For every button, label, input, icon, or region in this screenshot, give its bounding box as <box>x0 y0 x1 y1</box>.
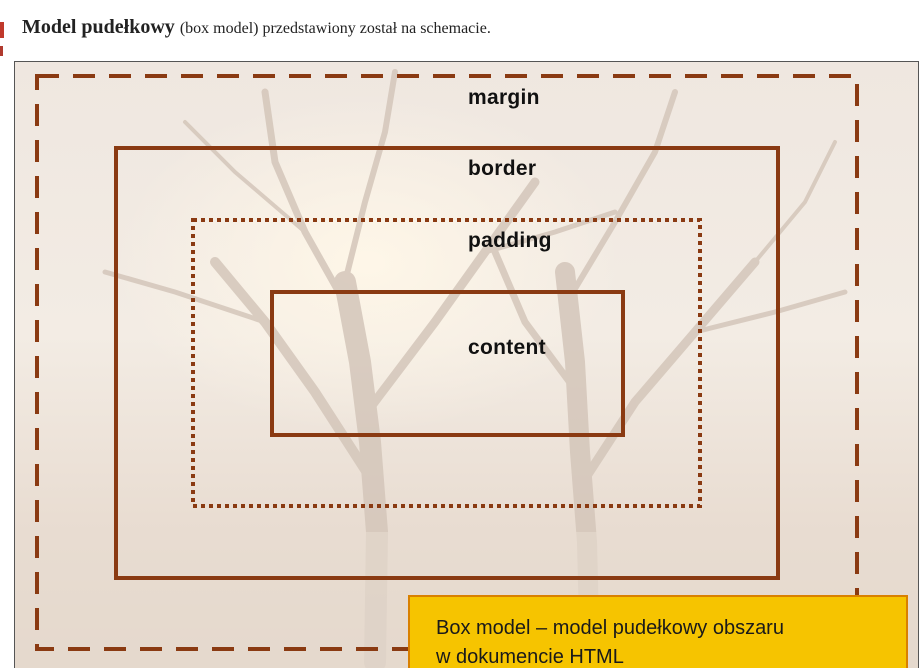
page-edge-marker-small <box>0 46 3 56</box>
border-label: border <box>468 157 537 180</box>
border-box <box>114 146 780 580</box>
intro-term: Model pudełkowy <box>22 16 175 38</box>
page-edge-marker <box>0 22 4 38</box>
diagram-canvas <box>15 62 918 668</box>
margin-label: margin <box>468 86 540 109</box>
intro-paragraph: Model pudełkowy (box model) przedstawion… <box>22 16 491 39</box>
caption-line-2: w dokumencie HTML <box>436 646 624 668</box>
box-model-diagram: margin border padding content Box model … <box>14 61 919 668</box>
diagram-caption: Box model – model pudełkowy obszaru w do… <box>408 595 908 668</box>
caption-line-1: Box model – model pudełkowy obszaru <box>436 617 784 639</box>
padding-box <box>191 218 702 508</box>
intro-text: (box model) przedstawiony został na sche… <box>179 20 491 37</box>
content-box <box>270 290 625 437</box>
padding-label: padding <box>468 229 552 252</box>
content-label: content <box>468 336 546 359</box>
